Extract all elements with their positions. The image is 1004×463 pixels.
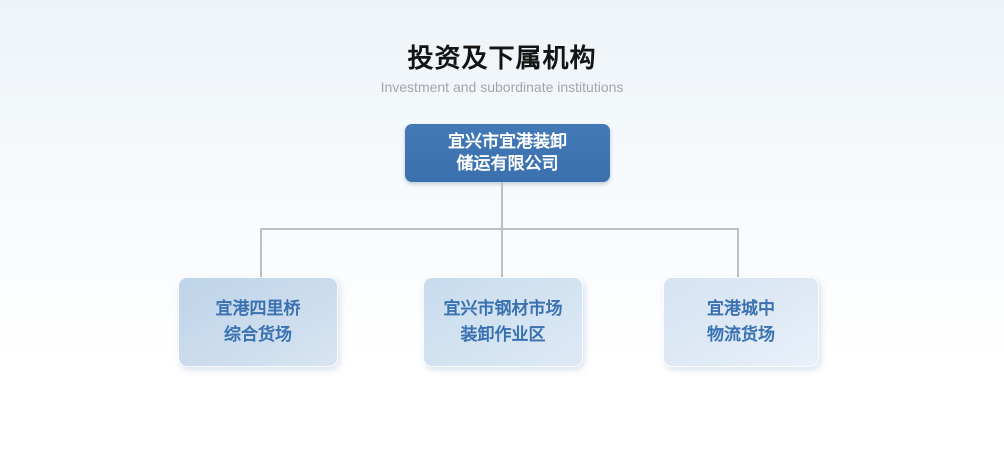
- connector-drop-mid: [501, 229, 503, 277]
- org-node-child-3-line2: 物流货场: [707, 325, 775, 344]
- org-node-child-2-line2: 装卸作业区: [460, 325, 546, 344]
- page-title: 投资及下属机构: [407, 43, 597, 73]
- org-node-root: 宜兴市宜港装卸 储运有限公司: [405, 124, 610, 182]
- org-node-child-3: 宜港城中 物流货场: [663, 277, 819, 367]
- connector-drop-right: [737, 229, 739, 277]
- org-node-root-line2: 储运有限公司: [456, 154, 559, 173]
- org-node-child-1: 宜港四里桥 综合货场: [178, 277, 338, 367]
- org-node-child-2: 宜兴市钢材市场 装卸作业区: [423, 277, 583, 367]
- org-node-root-line1: 宜兴市宜港装卸: [448, 132, 567, 151]
- connector-horizontal: [260, 228, 739, 230]
- org-node-child-1-line2: 综合货场: [224, 325, 292, 344]
- org-node-child-3-line1: 宜港城中: [707, 299, 775, 318]
- connector-root-drop: [501, 182, 503, 228]
- connector-drop-left: [260, 229, 262, 277]
- org-node-child-1-line1: 宜港四里桥: [215, 299, 301, 318]
- page-subtitle: Investment and subordinate institutions: [380, 79, 624, 95]
- org-node-child-2-line1: 宜兴市钢材市场: [443, 299, 563, 318]
